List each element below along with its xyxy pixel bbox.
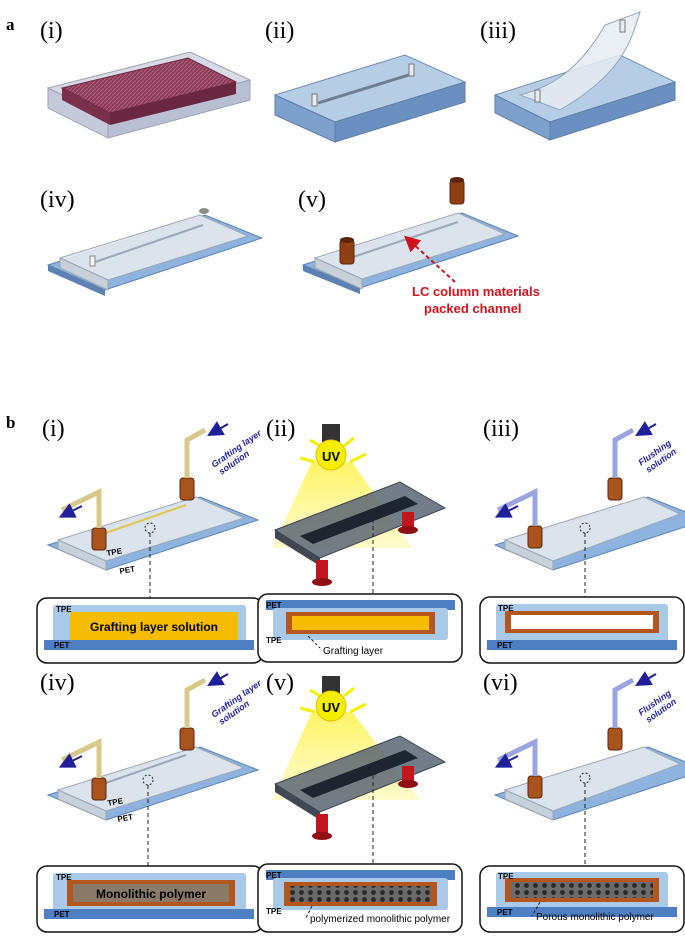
inset-b-iv-label: Monolithic polymer: [96, 887, 206, 901]
inset-b-vi-tpe: TPE: [498, 872, 514, 881]
step-a-i: (i): [40, 18, 63, 44]
inset-b-iv: [36, 865, 264, 933]
flow-arrow-b-iv-in: [207, 671, 229, 686]
peeling-sheet-a-iii: [493, 11, 677, 141]
inset-b-ii-pointer: [307, 635, 321, 649]
inset-b-iv-pet: PET: [54, 910, 70, 919]
inset-b-iii-pet: PET: [497, 641, 513, 650]
annotation-line-1: LC column materials: [412, 284, 540, 299]
step-b-vi: (vi): [483, 670, 518, 696]
inset-b-ii-pet: PET: [266, 601, 282, 610]
inset-b-v-pointer: [305, 905, 313, 919]
inset-b-ii: [257, 593, 463, 663]
inset-b-i-label: Grafting layer solution: [90, 620, 218, 634]
uv-label-b-ii: UV: [322, 449, 340, 464]
step-a-iv: (iv): [40, 187, 75, 213]
inset-b-vi-label: Porous monolithic polymer: [536, 912, 654, 923]
chip-block-a-ii: [273, 54, 467, 143]
inset-b-iii-tpe: TPE: [498, 604, 514, 613]
inset-b-v-pet: PET: [266, 871, 282, 880]
flushing-solution-label-2: Flushingsolution: [636, 688, 679, 726]
flushing-solution-label-1: Flushingsolution: [636, 438, 679, 476]
step-a-iii: (iii): [480, 18, 516, 44]
zoom-circle-b-iii: [579, 522, 591, 534]
panel-a-letter: a: [6, 15, 15, 34]
inset-b-v-label: polymerized monolithic polymer: [310, 914, 451, 925]
flow-arrow-b-iv-out: [58, 753, 83, 768]
step-b-v: (v): [266, 670, 294, 696]
step-b-ii: (ii): [266, 416, 295, 442]
flow-arrow-b-vi-in: [635, 671, 657, 686]
inset-b-i-tpe: TPE: [56, 605, 72, 614]
inset-b-v: [257, 863, 463, 933]
inset-b-ii-label: Grafting layer: [323, 646, 384, 657]
device-b-iv: [46, 677, 260, 821]
zoom-circle-b-ii: [367, 508, 379, 520]
pet-label-b-i: PET: [119, 564, 136, 576]
grafting-solution-label-2: Grafting layersolution: [209, 678, 269, 728]
step-a-v: (v): [298, 187, 326, 213]
step-b-iv: (iv): [40, 670, 75, 696]
step-b-iii: (iii): [483, 416, 519, 442]
uv-label-b-v: UV: [322, 700, 340, 715]
device-b-i: [46, 427, 260, 571]
flow-arrow-b-iii-out: [494, 503, 519, 518]
grafting-solution-label-1: Grafting layersolution: [209, 428, 269, 478]
inset-b-vi-pointer: [531, 901, 541, 917]
bonded-chip-a-iv: [46, 208, 264, 296]
device-b-vi: [493, 677, 685, 821]
step-a-ii: (ii): [265, 18, 294, 44]
zoom-circle-b-iv: [142, 774, 154, 786]
zoom-circle-b-i: [144, 522, 156, 534]
flow-arrow-b-i-in: [207, 421, 229, 436]
uv-device-b-v: [272, 676, 447, 840]
inset-b-i: [36, 597, 264, 664]
annotation-line-2: packed channel: [424, 301, 522, 316]
inset-b-iii: [479, 596, 685, 664]
zoom-circle-b-v: [367, 764, 379, 776]
zoom-circle-b-vi: [579, 772, 591, 784]
mold-block-a-i: [46, 51, 252, 139]
uv-device-b-ii: [272, 424, 447, 586]
flow-arrow-b-i-out: [58, 503, 83, 518]
inset-b-ii-tpe: TPE: [266, 636, 282, 645]
panel-b-letter: b: [6, 413, 15, 432]
flow-arrow-b-vi-out: [494, 753, 519, 768]
tpe-label-b-iv: TPE: [107, 796, 125, 808]
pet-label-b-iv: PET: [117, 812, 134, 824]
inset-b-vi: [479, 865, 685, 933]
device-b-iii: [493, 427, 685, 571]
inset-b-iv-tpe: TPE: [56, 873, 72, 882]
packed-chip-a-v: [301, 177, 520, 294]
tpe-label-b-i: TPE: [106, 546, 124, 558]
inset-b-vi-pet: PET: [497, 908, 513, 917]
flow-arrow-b-iii-in: [635, 421, 657, 436]
step-b-i: (i): [42, 416, 65, 442]
inset-b-i-pet: PET: [54, 641, 70, 650]
annotation-arrow: [404, 235, 456, 283]
inset-b-v-tpe: TPE: [266, 907, 282, 916]
